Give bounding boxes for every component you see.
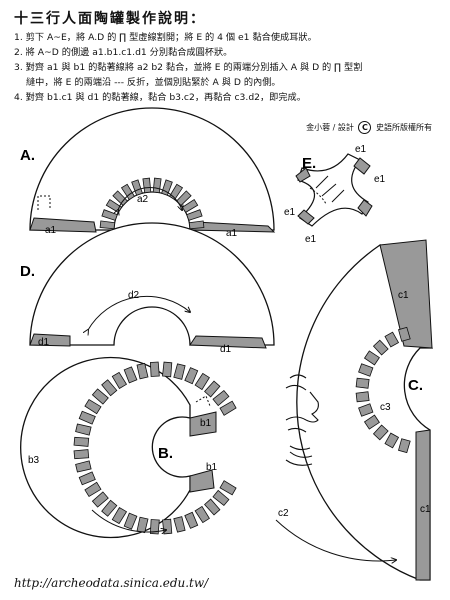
piece-c-tab-2: c1 [420,504,431,515]
glue-tooth [181,198,199,213]
source-url[interactable]: http://archeodata.sinica.edu.tw/ [14,576,209,590]
glue-tooth [184,367,199,385]
glue-tooth [219,400,237,416]
piece-b-tab-3: b3 [28,455,40,466]
glue-tooth [112,190,128,206]
glue-tooth [384,432,400,449]
glue-tooth [162,361,173,378]
glue-tooth [358,363,374,377]
glue-tooth [161,179,173,196]
glue-tooth [194,372,210,391]
piece-d-glue-label: d2 [128,290,140,301]
glue-tooth [120,183,135,201]
glue-tooth [372,424,389,441]
piece-c-label: C. [408,377,423,394]
piece-a-label: A. [20,147,35,164]
piece-a [29,107,276,233]
glue-tooth [152,177,162,194]
glue-tooth [186,209,203,221]
glue-tooth [184,511,199,529]
designer-credit: 金小蓉 / 設計 [306,123,354,132]
piece-e-tab-2: e1 [374,174,386,185]
piece-d-label: D. [20,263,35,280]
piece-e-tab-1: e1 [355,144,367,155]
glue-tooth [363,414,380,430]
glue-tooth [91,491,109,508]
glue-tooth [355,391,370,403]
glue-tooth [398,438,411,454]
glue-tooth [173,363,186,380]
glue-tooth [136,362,149,380]
piece-a-glue-label: a2 [137,194,149,205]
piece-b-teeth [73,361,237,535]
piece-c-arc-label: c2 [278,508,289,519]
glue-tooth [372,339,389,356]
piece-b-label: B. [158,445,173,462]
glue-tooth [162,518,173,535]
glue-tooth [123,512,138,530]
piece-e-label: E. [302,155,316,172]
glue-tooth [75,460,92,473]
glue-tooth [111,506,128,525]
glue-tooth [204,380,221,398]
glue-tooth [78,410,96,425]
piece-e-tab-4: e1 [305,234,317,245]
glue-tooth [194,505,210,524]
glue-tooth [363,350,380,366]
copyright-text: 史語所版權所有 [376,123,432,132]
face-drawing [285,374,319,466]
glue-tooth [75,423,92,436]
glue-tooth [91,388,109,405]
glue-tooth [99,220,116,230]
piece-a-tab-label-right: a1 [226,228,238,239]
glue-tooth [173,516,186,533]
piece-d-tab-label-left: d1 [38,337,50,348]
piece-e-tab-3: e1 [284,207,296,218]
glue-tooth [131,179,143,196]
piece-d-tab-label-right: d1 [220,344,232,355]
glue-tooth [101,379,118,397]
copyright-icon: C [358,121,372,134]
glue-tooth [149,361,160,377]
glue-tooth [149,519,160,535]
step-4: 4. 對齊 b1.c1 與 d1 的黏著線，黏合 b3.c2，再黏合 c3.d2… [14,92,306,103]
glue-tooth [142,177,152,194]
glue-tooth [398,326,411,342]
glue-tooth [212,389,230,407]
step-1: 1. 剪下 A~E，將 A.D 的 ∏ 型虛線割開；將 E 的 4 個 e1 黏… [14,32,317,43]
piece-c-tab-1: c1 [398,290,409,301]
glue-tooth [358,403,374,417]
glue-tooth [123,366,138,384]
glue-tooth [73,449,90,460]
piece-c-teeth [355,326,411,454]
piece-c-glue-label: c3 [380,402,391,413]
instructions: 1. 剪下 A~E，將 A.D 的 ∏ 型虛線割開；將 E 的 4 個 e1 黏… [14,30,362,105]
glue-tooth [355,377,370,389]
glue-tooth [84,398,102,415]
glue-tooth [188,220,205,230]
credit-line: 金小蓉 / 設計 C 史語所版權所有 [306,121,432,134]
glue-tooth [212,489,230,507]
glue-tooth [204,498,221,516]
piece-b-tab-1: b1 [200,418,212,429]
glue-tooth [73,436,90,447]
glue-tooth [78,471,96,486]
page-title: 十三行人面陶罐製作說明： [14,11,206,27]
glue-tooth [384,331,400,348]
glue-tooth [219,480,237,496]
glue-tooth [101,499,118,517]
piece-a-tab-label-left: a1 [45,225,57,236]
piece-d [29,222,275,349]
glue-tooth [111,371,128,390]
glue-tooth [101,209,118,221]
piece-c [275,239,434,581]
step-3: 3. 對齊 a1 與 b1 的黏著線將 a2 b2 黏合，並將 E 的兩端分別插… [14,62,363,73]
glue-tooth [84,481,102,498]
step-2: 2. 將 A~D 的側邊 a1.b1.c1.d1 分別黏合成圓杯狀。 [14,47,233,58]
step-3-continued: 縫中，將 E 的兩端沿 --- 反折，並個別貼緊於 A 與 D 的內側。 [26,77,281,88]
piece-e [295,153,373,227]
piece-b-tab-2: b1 [206,462,218,473]
piece-b [20,356,237,539]
